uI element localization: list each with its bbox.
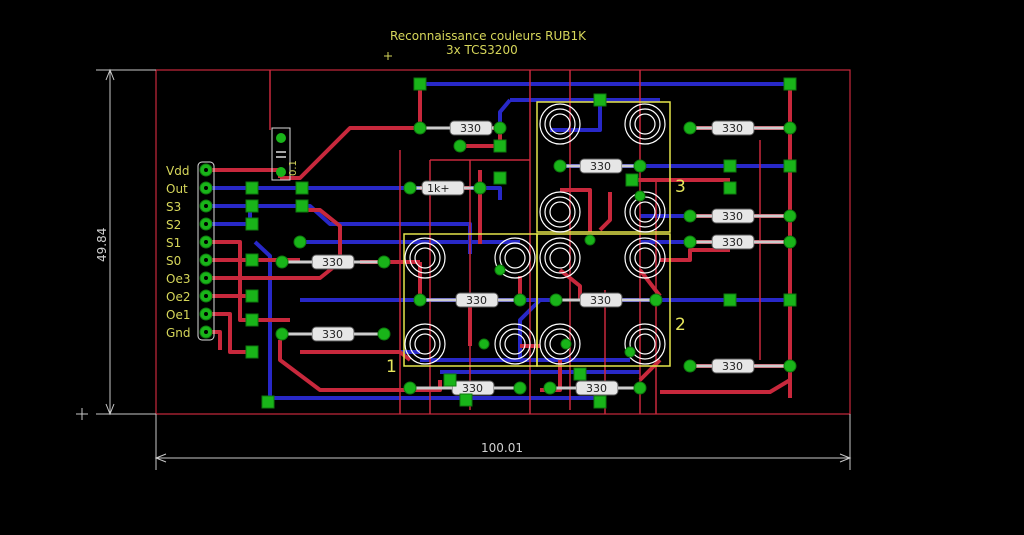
sensor-number-3: 3 — [675, 177, 686, 197]
resistor-k-label: 330 — [462, 382, 483, 395]
sensor-2-diodes — [539, 237, 666, 365]
resistor-g-label: 330 — [466, 294, 487, 307]
resistor-f-label: 330 — [322, 256, 343, 269]
board-outline — [155, 69, 851, 415]
dimension-lines — [76, 68, 852, 470]
resistor-c-label: 330 — [590, 160, 611, 173]
resistor-j-label: 330 — [722, 360, 743, 373]
round-pads — [275, 121, 797, 395]
pin-label-gnd: Gnd — [166, 326, 191, 340]
board-subtitle: 3x TCS3200 — [446, 43, 518, 57]
pin-label-s2: S2 — [166, 218, 181, 232]
pin-label-s0: S0 — [166, 254, 181, 268]
square-vias — [245, 77, 797, 409]
capacitor-value: 0.1 — [288, 160, 299, 176]
origin-cross-top — [384, 52, 392, 60]
connector-pin-labels: Vdd Out S3 S2 S1 S0 Oe3 Oe2 Oe1 Gnd — [166, 164, 191, 340]
pin-label-oe2: Oe2 — [166, 290, 190, 304]
resistor-a-label: 330 — [460, 122, 481, 135]
resistor-1k-label: 1k+ — [427, 182, 450, 195]
resistor-e-label: 330 — [722, 236, 743, 249]
resistor-b-label: 330 — [722, 122, 743, 135]
photodiode-circles — [404, 103, 666, 365]
resistor-h-label: 330 — [590, 294, 611, 307]
pin-label-oe3: Oe3 — [166, 272, 190, 286]
dimension-height: 49.84 — [95, 228, 109, 262]
resistor-i-label: 330 — [322, 328, 343, 341]
resistor-d-label: 330 — [722, 210, 743, 223]
pin-label-out: Out — [166, 182, 188, 196]
sensor-number-1: 1 — [386, 357, 397, 377]
resistor-bodies — [311, 120, 755, 396]
pin-label-vdd: Vdd — [166, 164, 189, 178]
resistor-labels: 1k+ 330 330 330 330 330 330 330 330 330 … — [322, 122, 743, 395]
capacitor[interactable] — [271, 127, 291, 181]
connector-header — [197, 161, 215, 341]
connector-pad-holes — [204, 168, 208, 334]
sensor-1-diodes — [404, 237, 536, 365]
dimension-width: 100.01 — [481, 441, 523, 455]
pin-label-s3: S3 — [166, 200, 181, 214]
board-title: Reconnaissance couleurs RUB1K — [390, 29, 587, 43]
pin-label-oe1: Oe1 — [166, 308, 190, 322]
sensor-outlines — [403, 101, 671, 367]
connector-pads[interactable] — [199, 163, 213, 339]
pin-label-s1: S1 — [166, 236, 181, 250]
resistor-l-label: 330 — [586, 382, 607, 395]
sensor-2-outline — [536, 233, 671, 367]
sensor-number-2: 2 — [675, 315, 686, 335]
